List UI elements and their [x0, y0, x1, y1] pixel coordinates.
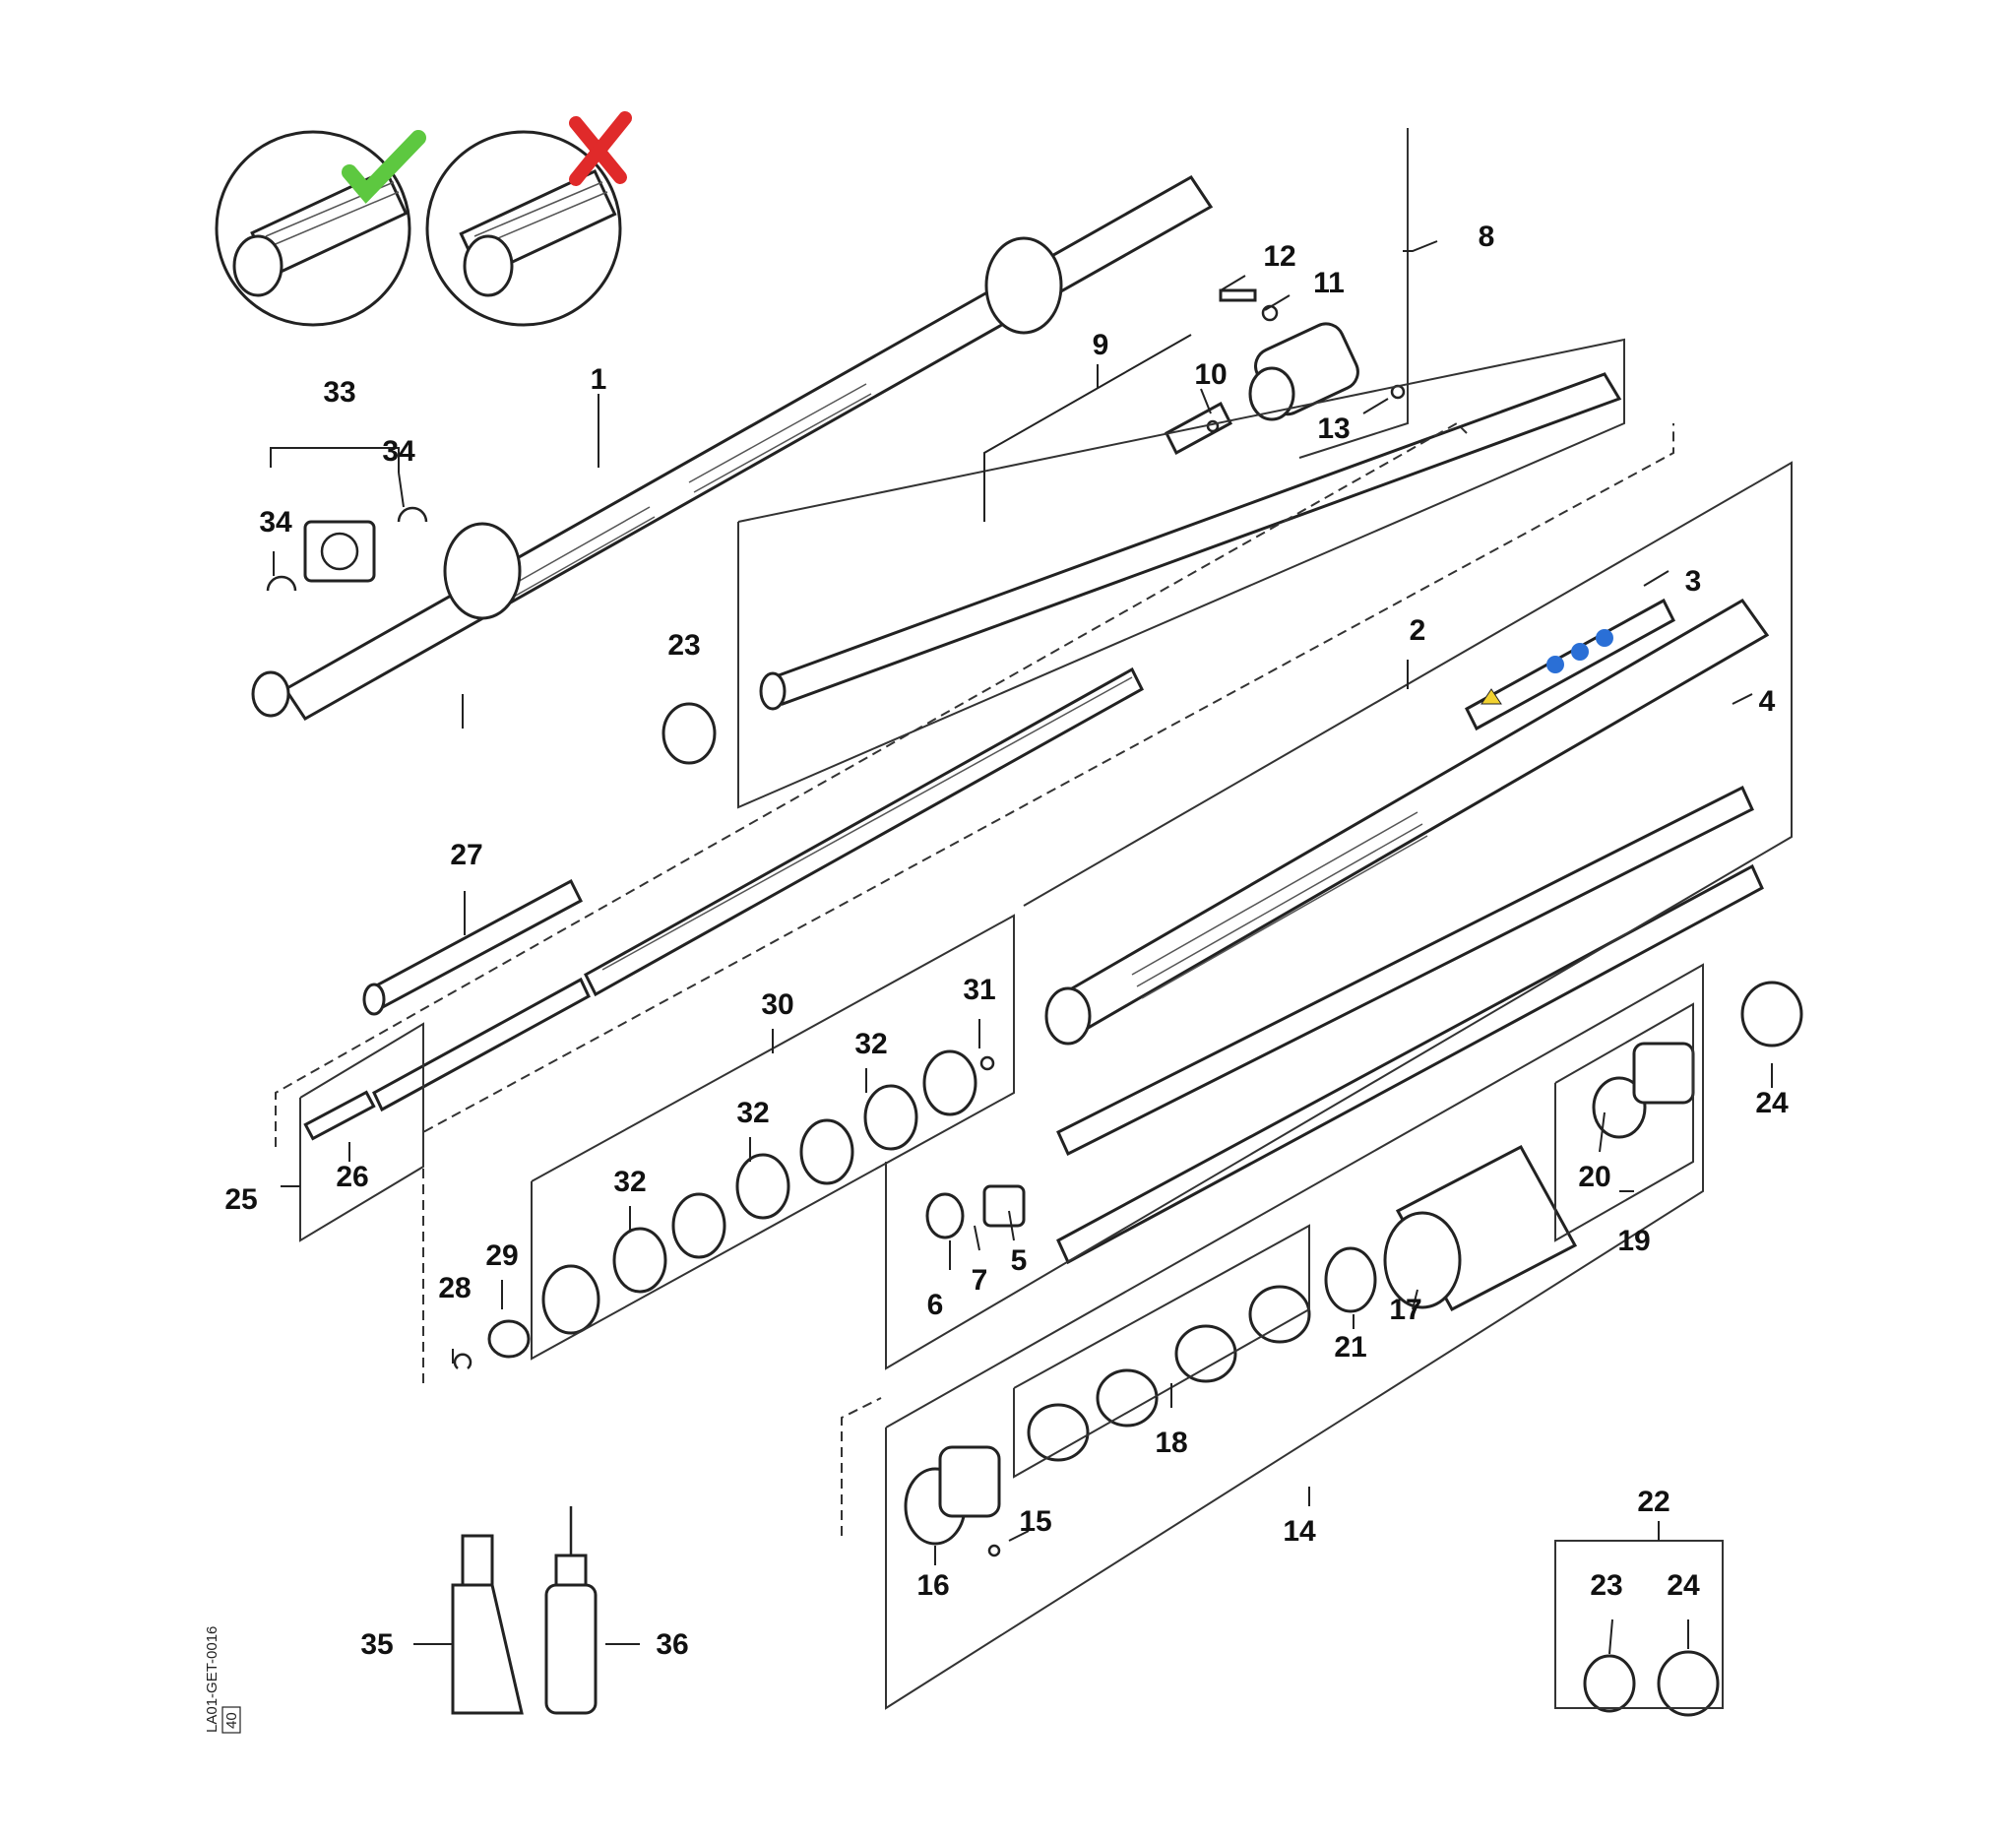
oil-bottle-part [544, 1506, 598, 1715]
callout-24b: 24 [1667, 1569, 1700, 1602]
check-mark-icon [342, 130, 426, 204]
shell-set-part [1027, 1285, 1311, 1462]
callout-labels: 1 2 3 4 5 6 7 8 9 10 11 12 13 14 15 16 1… [224, 221, 1789, 1661]
callout-32a: 32 [613, 1166, 646, 1198]
callout-27: 27 [450, 839, 482, 871]
callout-5: 5 [1011, 1244, 1028, 1277]
callout-24a: 24 [1755, 1087, 1789, 1119]
frame-14 [885, 963, 1704, 1710]
callout-34a: 34 [259, 506, 292, 539]
dashed-frame-left [841, 1397, 882, 1536]
callout-32b: 32 [736, 1097, 769, 1129]
drawing-code-text: LA01-GET-0016 [204, 1626, 220, 1733]
drive-shaft-part [251, 175, 1214, 721]
callout-11: 11 [1313, 267, 1345, 299]
callout-6: 6 [927, 1289, 944, 1321]
dashed-frame-main [275, 421, 1468, 1147]
callout-10: 10 [1194, 358, 1227, 391]
clamp-part [266, 506, 428, 592]
callout-30: 30 [761, 988, 793, 1021]
frame-25 [299, 1022, 424, 1242]
callout-28: 28 [438, 1272, 471, 1304]
callout-3: 3 [1685, 565, 1702, 598]
ring-29-part [453, 1319, 531, 1369]
tube-9-part [1165, 401, 1232, 456]
main-tube-part [584, 372, 1622, 997]
callout-36: 36 [656, 1628, 688, 1661]
callout-18: 18 [1155, 1427, 1187, 1459]
drawing-code-box: 40 [223, 1712, 240, 1729]
dashed-frame-lower [422, 423, 1674, 1383]
callout-29: 29 [485, 1239, 518, 1272]
callout-17: 17 [1389, 1294, 1421, 1326]
grease-tube-part [451, 1534, 524, 1715]
callout-8: 8 [1479, 221, 1495, 253]
frame-22 [1554, 1540, 1724, 1709]
connector-parts [1219, 288, 1406, 421]
frame-18 [1013, 1224, 1310, 1479]
callout-1: 1 [591, 363, 607, 396]
frame-30 [531, 914, 1015, 1361]
callout-23b: 23 [1590, 1569, 1622, 1602]
callout-15: 15 [1019, 1505, 1051, 1538]
callout-12: 12 [1263, 240, 1295, 273]
kit-22-parts [1583, 1650, 1720, 1717]
warning-label-part [1465, 598, 1675, 731]
handle-tube-part [1044, 599, 1770, 1046]
callout-32c: 32 [854, 1028, 887, 1060]
cap-parts [662, 702, 1803, 1047]
callout-7: 7 [972, 1264, 988, 1297]
callout-25: 25 [224, 1183, 257, 1216]
callout-34b: 34 [382, 435, 415, 468]
drawing-code: LA01-GET-0016 40 [204, 1626, 241, 1734]
frame-2 [885, 461, 1793, 1370]
sleeve-27-part [362, 878, 583, 1016]
callout-16: 16 [916, 1569, 949, 1602]
inset-correct [215, 130, 426, 327]
frame-8 [1298, 128, 1409, 459]
callout-23a: 23 [667, 629, 700, 662]
callout-33: 33 [323, 376, 355, 409]
callout-22: 22 [1637, 1486, 1670, 1518]
callout-21: 21 [1334, 1331, 1366, 1364]
bearing-set-part [541, 1049, 995, 1335]
callout-31: 31 [963, 974, 995, 1006]
callout-26: 26 [336, 1161, 368, 1193]
frame-19 [1554, 1002, 1694, 1242]
callout-2: 2 [1410, 614, 1426, 647]
leader-lines [270, 240, 1773, 1655]
frame-9 [737, 338, 1625, 809]
callout-14: 14 [1283, 1515, 1316, 1548]
callout-19: 19 [1617, 1225, 1650, 1257]
callout-9: 9 [1093, 329, 1109, 361]
gear-housing-part [1324, 1042, 1695, 1313]
callout-4: 4 [1759, 685, 1776, 718]
callout-20: 20 [1578, 1161, 1610, 1193]
bushing-16-part [904, 1445, 1001, 1557]
callout-35: 35 [360, 1628, 393, 1661]
inset-incorrect [425, 111, 632, 327]
cross-mark-icon [569, 111, 632, 186]
shaft-26-part [303, 977, 591, 1141]
callout-13: 13 [1317, 413, 1350, 445]
